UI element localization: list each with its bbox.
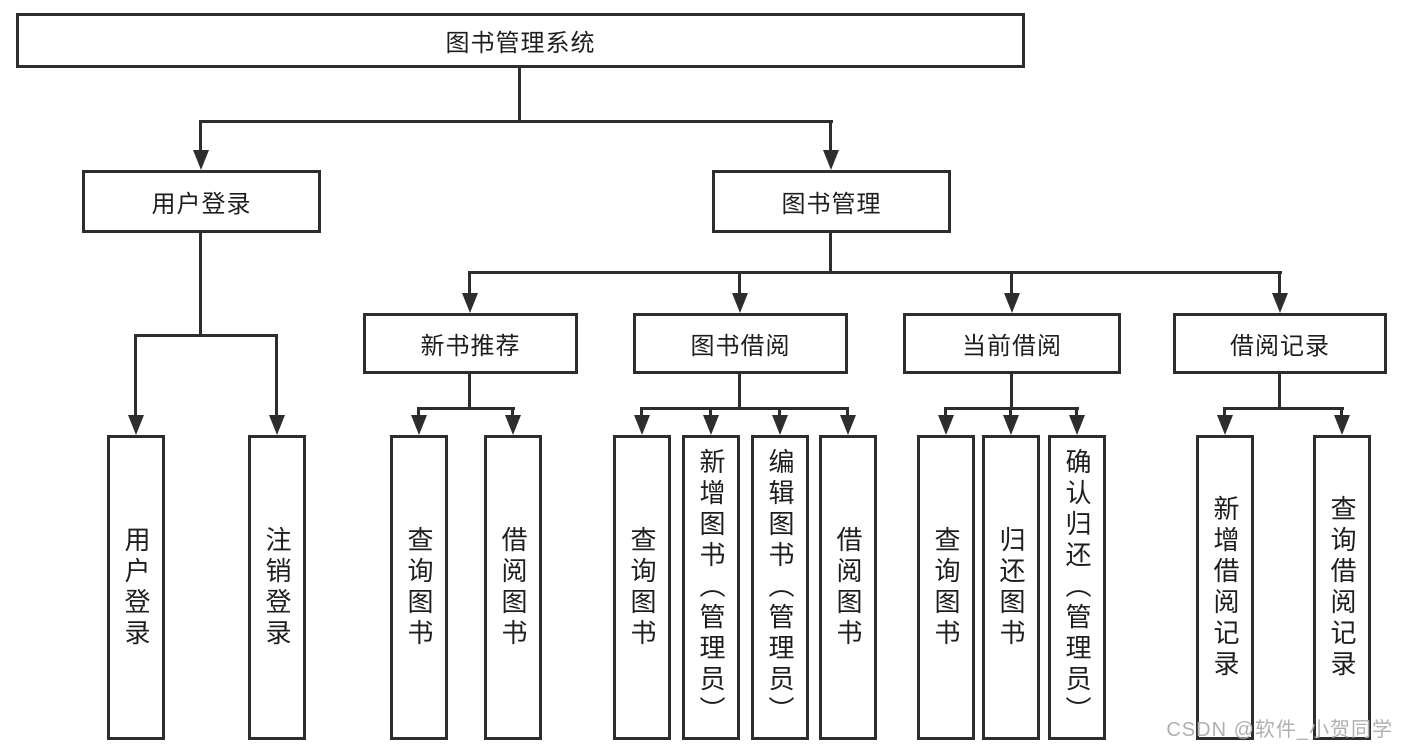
- node-user-login: 用户登录: [82, 170, 321, 233]
- edge-mgmt-shaft-3: [1010, 271, 1013, 296]
- edge-nb-arrow-2: [505, 415, 521, 435]
- edge-cb-shaft-3: [1075, 407, 1078, 418]
- edge-cb-vline: [1010, 374, 1013, 410]
- leaf-cb-query-book: 查询图书: [917, 435, 975, 740]
- leaf-br-add-record: 新增借阅记录: [1196, 435, 1254, 740]
- edge-nb-arrow-1: [411, 415, 427, 435]
- node-new-book-recommend: 新书推荐: [363, 313, 578, 374]
- edge-root-arrow-right: [823, 150, 839, 170]
- leaf-cb-query-book-label: 查询图书: [931, 525, 961, 650]
- leaf-bb-borrow-book-label: 借阅图书: [833, 525, 863, 650]
- edge-mgmt-vline: [829, 233, 832, 274]
- edge-nb-shaft-2: [511, 407, 514, 418]
- leaf-user-login: 用户登录: [107, 435, 165, 740]
- leaf-cb-confirm-return-admin-label: 确认归还（管理员）: [1062, 448, 1092, 727]
- edge-login-hline: [134, 334, 278, 337]
- edge-root-shaft-left: [199, 121, 202, 153]
- leaf-logout-label: 注销登录: [262, 525, 292, 650]
- edge-root-hline: [199, 120, 833, 123]
- edge-br-shaft-1: [1223, 407, 1226, 418]
- leaf-br-query-record-label: 查询借阅记录: [1327, 494, 1357, 681]
- edge-login-arrow-2: [269, 415, 285, 435]
- edge-mgmt-shaft-1: [468, 271, 471, 296]
- leaf-br-add-record-label: 新增借阅记录: [1210, 494, 1240, 681]
- edge-bb-shaft-1: [640, 407, 643, 418]
- edge-bb-hline: [640, 407, 849, 410]
- edge-br-hline: [1223, 407, 1344, 410]
- edge-root-shaft-right: [829, 121, 832, 153]
- edge-root-vline: [518, 68, 521, 123]
- leaf-bb-add-book-admin-label: 新增图书（管理员）: [696, 448, 726, 727]
- leaf-cb-return-book-label: 归还图书: [996, 525, 1026, 650]
- edge-bb-arrow-4: [840, 415, 856, 435]
- edge-bb-vline: [738, 374, 741, 410]
- leaf-bb-query-book: 查询图书: [613, 435, 671, 740]
- edge-nb-vline: [468, 374, 471, 410]
- node-book-management: 图书管理: [712, 170, 951, 233]
- edge-br-arrow-2: [1334, 415, 1350, 435]
- csdn-watermark: CSDN @软件_小贺同学: [1166, 719, 1393, 741]
- leaf-cb-return-book: 归还图书: [982, 435, 1040, 740]
- edge-bb-arrow-2: [703, 415, 719, 435]
- edge-cb-shaft-1: [944, 407, 947, 418]
- leaf-bb-add-book-admin: 新增图书（管理员）: [682, 435, 740, 740]
- edge-nb-shaft-1: [417, 407, 420, 418]
- edge-br-vline: [1278, 374, 1281, 410]
- leaf-nb-borrow-book-label: 借阅图书: [498, 525, 528, 650]
- leaf-nb-borrow-book: 借阅图书: [484, 435, 542, 740]
- edge-mgmt-shaft-4: [1278, 271, 1281, 296]
- leaf-cb-confirm-return-admin: 确认归还（管理员）: [1048, 435, 1106, 740]
- node-borrow-records: 借阅记录: [1173, 313, 1387, 374]
- leaf-bb-edit-book-admin: 编辑图书（管理员）: [751, 435, 809, 740]
- node-root: 图书管理系统: [16, 13, 1025, 68]
- edge-cb-arrow-2: [1003, 415, 1019, 435]
- edge-br-arrow-1: [1217, 415, 1233, 435]
- edge-bb-arrow-3: [772, 415, 788, 435]
- edge-cb-shaft-2: [1009, 407, 1012, 418]
- edge-mgmt-arrow-3: [1004, 293, 1020, 313]
- leaf-nb-query-book-label: 查询图书: [404, 525, 434, 650]
- edge-nb-hline: [417, 407, 515, 410]
- edge-login-shaft-1: [134, 334, 137, 418]
- edge-login-shaft-2: [275, 334, 278, 418]
- edge-root-arrow-left: [193, 150, 209, 170]
- edge-mgmt-shaft-2: [738, 271, 741, 296]
- edge-mgmt-hline: [468, 271, 1282, 274]
- edge-bb-shaft-4: [846, 407, 849, 418]
- edge-mgmt-arrow-1: [462, 293, 478, 313]
- node-book-borrow: 图书借阅: [633, 313, 848, 374]
- edge-bb-shaft-2: [709, 407, 712, 418]
- edge-mgmt-arrow-2: [732, 293, 748, 313]
- edge-bb-arrow-1: [634, 415, 650, 435]
- edge-login-vline: [199, 233, 202, 337]
- leaf-bb-borrow-book: 借阅图书: [819, 435, 877, 740]
- edge-login-arrow-1: [128, 415, 144, 435]
- edge-mgmt-arrow-4: [1272, 293, 1288, 313]
- leaf-nb-query-book: 查询图书: [390, 435, 448, 740]
- node-current-borrow: 当前借阅: [903, 313, 1121, 374]
- edge-cb-arrow-3: [1069, 415, 1085, 435]
- leaf-bb-edit-book-admin-label: 编辑图书（管理员）: [765, 448, 795, 727]
- edge-bb-shaft-3: [778, 407, 781, 418]
- edge-cb-arrow-1: [938, 415, 954, 435]
- leaf-br-query-record: 查询借阅记录: [1313, 435, 1371, 740]
- edge-br-shaft-2: [1340, 407, 1343, 418]
- leaf-bb-query-book-label: 查询图书: [627, 525, 657, 650]
- leaf-logout: 注销登录: [248, 435, 306, 740]
- leaf-user-login-label: 用户登录: [121, 525, 151, 650]
